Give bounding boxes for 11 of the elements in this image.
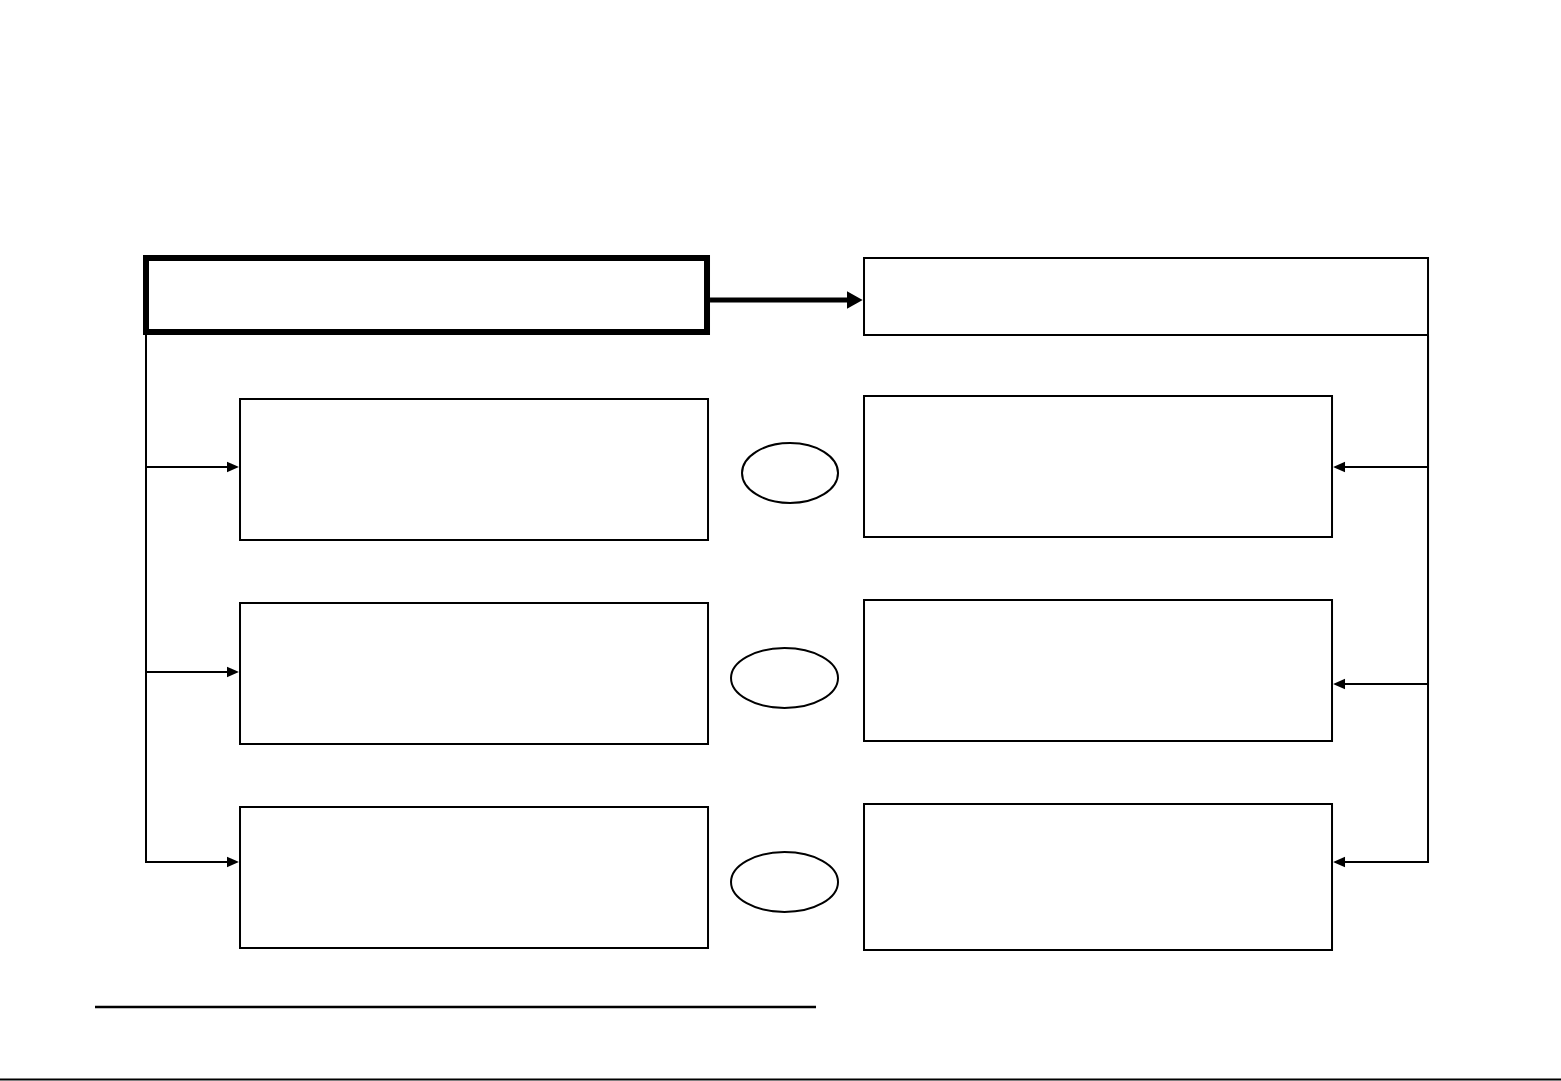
empty-box: [143, 255, 710, 335]
empty-box: [239, 602, 709, 745]
empty-box: [863, 803, 1333, 951]
empty-oval: [730, 851, 839, 913]
empty-oval: [730, 647, 839, 709]
empty-oval: [741, 442, 839, 504]
empty-box: [239, 398, 709, 541]
empty-box: [239, 806, 709, 949]
empty-box: [863, 599, 1333, 742]
empty-box: [863, 395, 1333, 538]
empty-box: [863, 257, 1429, 336]
